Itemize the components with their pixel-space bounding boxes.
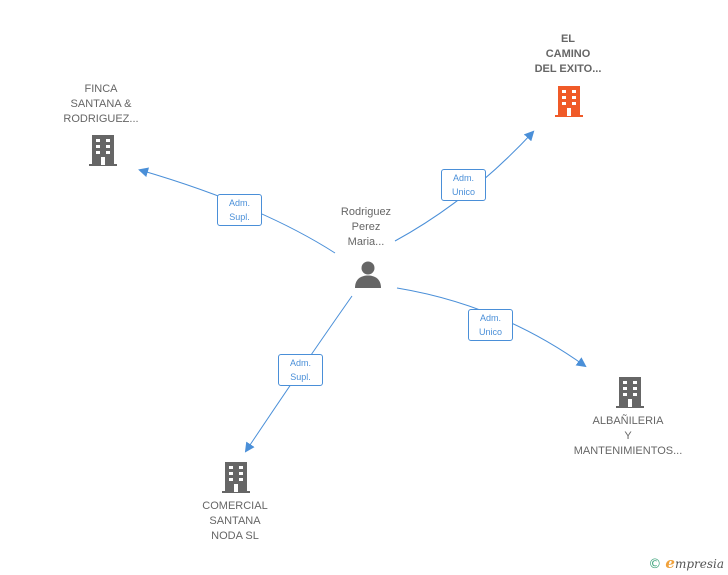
center-name-line-2: Perez [351, 221, 381, 233]
building-icon[interactable] [613, 375, 647, 409]
relation-role-line: Adm. [289, 358, 311, 368]
albanileria-name-line-1: ALBAÑILERIA [592, 415, 664, 427]
camino-name-line-2: CAMINO [545, 48, 591, 60]
company-albanileria-label[interactable]: ALBAÑILERIA Y MANTENIMIENTOS... [560, 414, 696, 459]
center-name-line-1: Rodriguez [340, 206, 392, 218]
relation-label-camino[interactable]: Adm. Unico [441, 169, 486, 201]
comercial-name-line-3: NODA SL [211, 530, 259, 542]
relation-role-line: Unico [478, 327, 502, 337]
center-name-line-3: Maria... [347, 236, 385, 248]
relation-label-albanileria[interactable]: Adm. Unico [468, 309, 513, 341]
company-camino-label[interactable]: EL CAMINO DEL EXITO... [512, 32, 624, 77]
relation-role-line: Supl. [290, 372, 311, 382]
relation-role-line: Unico [451, 187, 475, 197]
relation-label-finca[interactable]: Adm. Supl. [217, 194, 262, 226]
company-finca-label[interactable]: FINCA SANTANA & RODRIGUEZ... [45, 82, 157, 127]
copyright-symbol: © [648, 557, 662, 572]
camino-name-line-3: DEL EXITO... [534, 63, 602, 75]
relation-label-comercial[interactable]: Adm. Supl. [278, 354, 323, 386]
relation-role-line: Adm. [479, 313, 501, 323]
relation-role-line: Supl. [229, 212, 250, 222]
building-icon[interactable] [86, 133, 120, 167]
footer-brand: ©empresia [648, 554, 724, 572]
logo-initial: e [665, 554, 675, 572]
relation-role-line: Adm. [452, 173, 474, 183]
empresia-logo[interactable]: empresia [665, 554, 724, 572]
albanileria-name-line-2: Y [624, 430, 632, 442]
finca-name-line-3: RODRIGUEZ... [63, 113, 139, 125]
finca-name-line-2: SANTANA & [70, 98, 132, 110]
comercial-name-line-1: COMERCIAL [202, 500, 268, 512]
finca-name-line-1: FINCA [84, 83, 118, 95]
center-person-label[interactable]: Rodriguez Perez Maria... [326, 205, 406, 250]
albanileria-name-line-3: MANTENIMIENTOS... [573, 445, 683, 457]
building-icon[interactable] [552, 84, 586, 118]
relation-role-line: Adm. [228, 198, 250, 208]
building-icon[interactable] [219, 460, 253, 494]
logo-text: mpresia [674, 557, 724, 571]
comercial-name-line-2: SANTANA [209, 515, 261, 527]
camino-name-line-1: EL [560, 33, 576, 45]
person-icon[interactable] [353, 259, 383, 289]
company-comercial-label[interactable]: COMERCIAL SANTANA NODA SL [180, 499, 290, 544]
